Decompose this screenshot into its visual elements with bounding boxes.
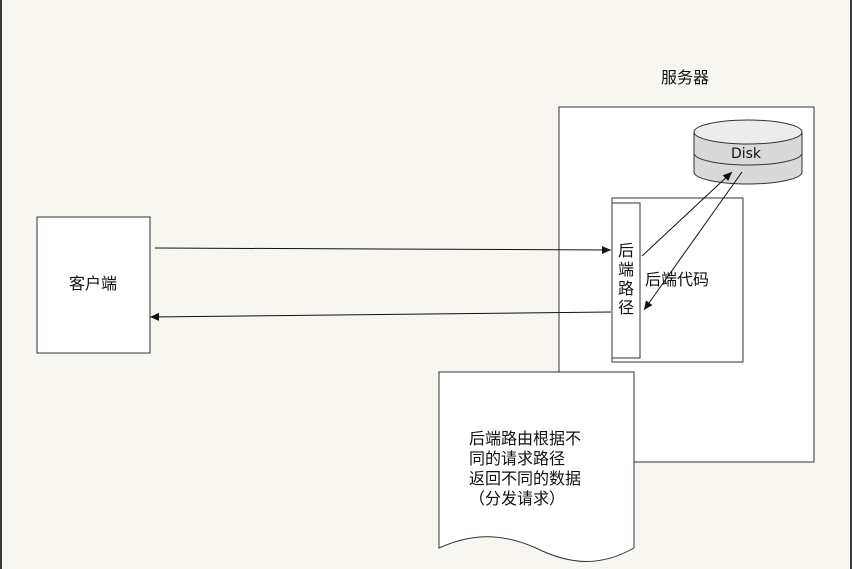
disk-to-route-arrow — [643, 171, 743, 311]
route-to-disk-arrow — [641, 171, 733, 257]
note-line-2: 同的请求路径 — [469, 449, 565, 468]
request-arrow — [154, 245, 612, 254]
client-label: 客户端 — [69, 274, 117, 293]
disk-label: Disk — [731, 146, 762, 162]
note-line-1: 后端路由根据不 — [469, 429, 581, 448]
route-char-2: 端 — [618, 260, 634, 279]
server-title: 服务器 — [661, 68, 709, 87]
route-char-1: 后 — [618, 241, 634, 260]
route-char-4: 径 — [618, 298, 634, 317]
note-line-4: （分发请求） — [469, 489, 565, 508]
route-char-3: 路 — [618, 279, 634, 298]
response-arrow — [149, 311, 612, 321]
backend-route-box — [611, 202, 641, 359]
note-line-3: 返回不同的数据 — [469, 469, 581, 488]
client-box — [36, 216, 151, 354]
backend-code-label: 后端代码 — [645, 270, 709, 289]
disk-cylinder: Disk — [693, 119, 803, 185]
note-document — [438, 371, 635, 562]
